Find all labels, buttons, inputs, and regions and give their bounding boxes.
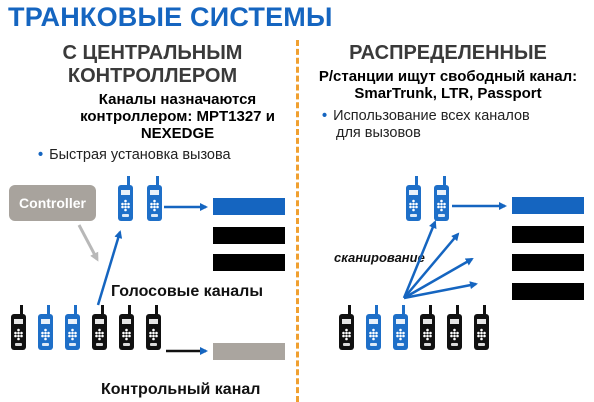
walkie-talkie-icon [146, 305, 161, 350]
left-bullet-text: Быстрая установка вызова [49, 147, 231, 163]
scan-arrows [402, 220, 478, 300]
column-divider [296, 40, 299, 402]
voice-channels-label: Голосовые каналы [111, 283, 263, 300]
walkie-talkie-icon [119, 305, 134, 350]
left-desc-line1: Каналы назначаются [98, 91, 257, 108]
bullet-dot: • [38, 147, 44, 163]
walkie-talkie-icon [11, 305, 26, 350]
left-heading: С ЦЕНТРАЛЬНЫМ КОНТРОЛЛЕРОМ [20, 42, 285, 88]
bullet-dot: • [322, 108, 328, 124]
left-desc-line3: NEXEDGE [140, 125, 215, 142]
controller-arrow-icon [77, 224, 99, 262]
radio-row-left [11, 305, 161, 350]
walkie-talkie-icon [38, 305, 53, 350]
left-desc-line2: контроллером: MPT1327 и [80, 108, 275, 125]
voice-channel-bar-active [213, 198, 285, 215]
walkie-talkie-icon [118, 176, 133, 221]
arrow-icon [96, 230, 123, 306]
left-bullet: • Быстрая установка вызова [38, 147, 231, 164]
radio-pair-left [118, 176, 162, 221]
channel-bar [512, 226, 584, 243]
right-bullet-text1: Использование всех каналов [333, 108, 530, 124]
scan-label: сканирование [334, 250, 425, 265]
walkie-talkie-icon [147, 176, 162, 221]
left-heading-line2: КОНТРОЛЛЕРОМ [67, 65, 238, 87]
control-channel-label: Контрольный канал [101, 381, 261, 398]
walkie-talkie-icon [406, 176, 421, 221]
channel-bar [512, 283, 584, 300]
walkie-talkie-icon [366, 305, 381, 350]
right-description: Р/станции ищут свободный канал: SmarTrun… [303, 68, 593, 102]
right-desc-line1: Р/станции ищут свободный канал: [318, 68, 578, 85]
control-channel-bar [213, 343, 285, 360]
voice-channel-bar [213, 254, 285, 271]
channel-bar-active [512, 197, 584, 214]
walkie-talkie-icon [447, 305, 462, 350]
right-desc-line2: SmarTrunk, LTR, Passport [354, 85, 542, 102]
left-description: Каналы назначаются контроллером: MPT1327… [60, 91, 295, 142]
walkie-talkie-icon [393, 305, 408, 350]
arrow-icon [403, 257, 474, 300]
radio-pair-right [406, 176, 449, 221]
right-bullet-line1: • Использование всех каналов [322, 108, 530, 125]
left-heading-line1: С ЦЕНТРАЛЬНЫМ [62, 42, 243, 64]
voice-channel-bar [213, 227, 285, 244]
walkie-talkie-icon [420, 305, 435, 350]
walkie-talkie-icon [339, 305, 354, 350]
channel-bar [512, 254, 584, 271]
right-heading: РАСПРЕДЕЛЕННЫЕ [349, 42, 547, 64]
arrow-icon [403, 232, 460, 299]
page-title: ТРАНКОВЫЕ СИСТЕМЫ [8, 2, 333, 32]
walkie-talkie-icon [92, 305, 107, 350]
walkie-talkie-icon [65, 305, 80, 350]
walkie-talkie-icon [434, 176, 449, 221]
controller-box: Controller [9, 185, 96, 221]
right-bullet: • Использование всех каналов для вызовов [322, 108, 530, 142]
walkie-talkie-icon [474, 305, 489, 350]
arrow-icon [403, 281, 478, 300]
right-bullet-line2: для вызовов [336, 125, 421, 141]
arrow-icon [402, 220, 437, 299]
radio-row-right [339, 305, 489, 350]
